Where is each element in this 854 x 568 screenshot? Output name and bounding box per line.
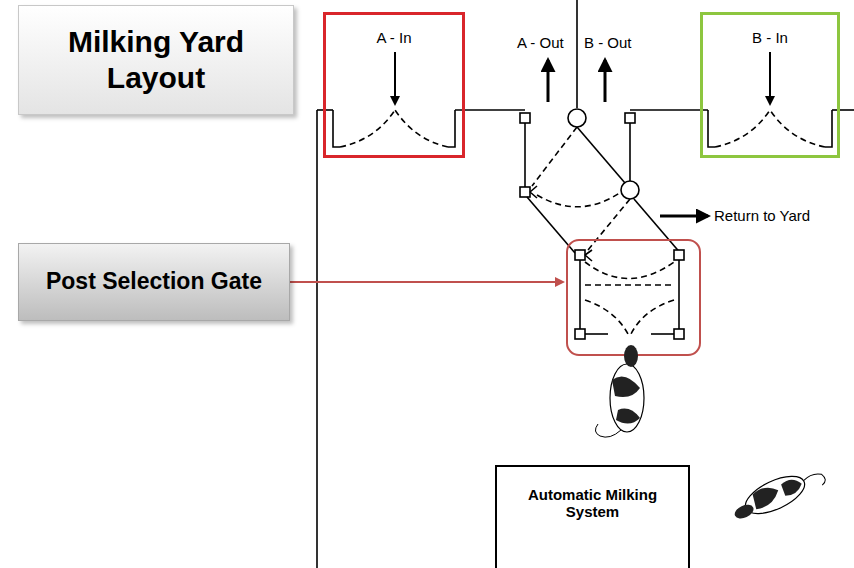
direction-label: Return to Yard bbox=[712, 207, 812, 224]
node-text: Post Selection Gate bbox=[46, 268, 262, 296]
entry-highlight: B - In bbox=[700, 12, 840, 158]
node-text: A - In bbox=[373, 29, 414, 46]
exit-label: B - Out bbox=[582, 34, 634, 51]
node-text: Automatic Milking System bbox=[511, 486, 674, 520]
callout-box: Post Selection Gate bbox=[18, 243, 290, 321]
title-box: Milking Yard Layout bbox=[18, 5, 294, 115]
cow-illustration bbox=[595, 345, 644, 437]
cow-illustration bbox=[728, 460, 828, 527]
exit-label: A - Out bbox=[515, 34, 566, 51]
node-text: Milking Yard Layout bbox=[25, 24, 287, 96]
node-text: B - In bbox=[749, 29, 791, 46]
milking-system-box: Automatic Milking System bbox=[495, 465, 690, 568]
entry-highlight: A - In bbox=[323, 12, 465, 158]
